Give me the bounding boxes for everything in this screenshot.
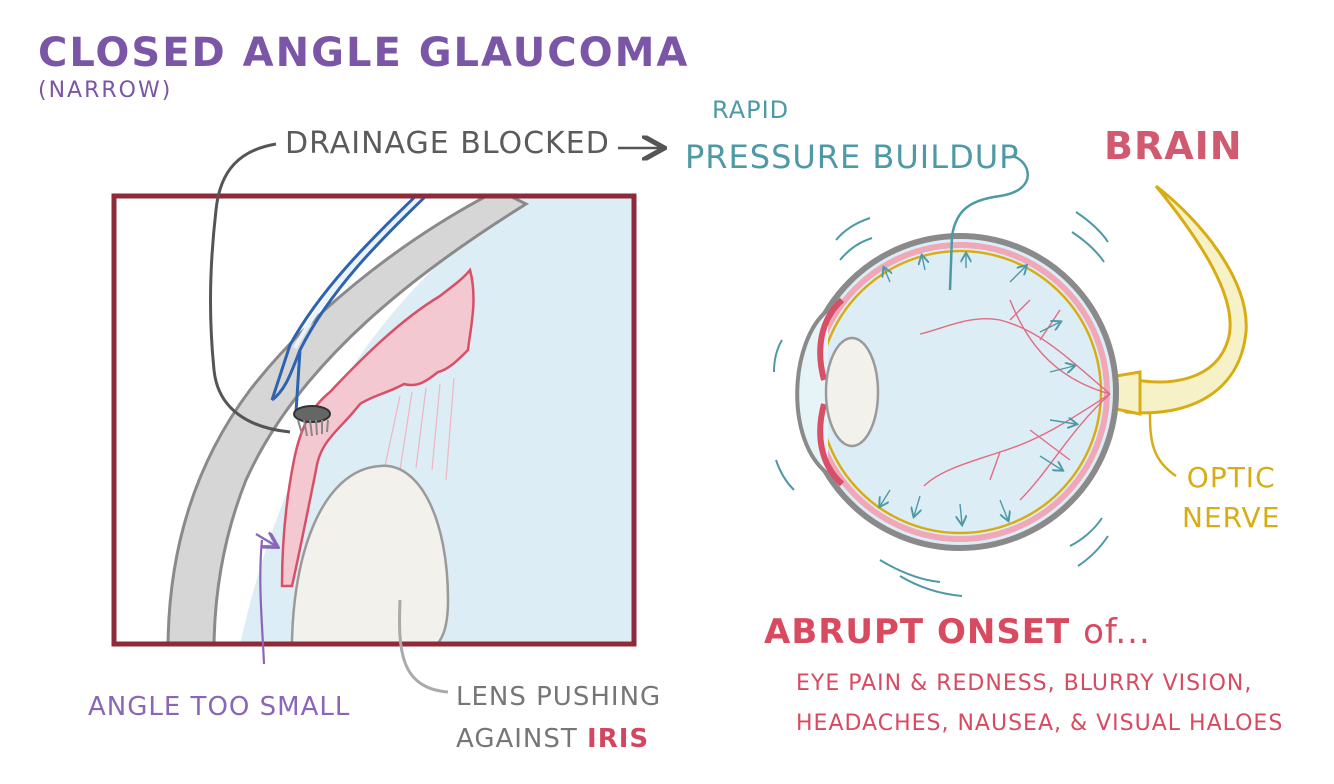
of-label: of... <box>1083 612 1151 652</box>
symptoms-line-1: Eye pain & redness, blurry vision, <box>796 671 1253 696</box>
anterior-chamber-closeup <box>114 196 634 644</box>
abrupt-onset-label: Abrupt onset <box>764 612 1071 652</box>
optic-nerve-label: Optic Nerve <box>1182 458 1280 538</box>
page-title: Closed Angle Glaucoma <box>38 30 690 76</box>
optic-nerve <box>1124 184 1248 415</box>
brain-label: Brain <box>1104 124 1243 168</box>
motion-lines <box>773 211 1109 597</box>
lens-pointer <box>398 599 449 694</box>
nerve-label: Nerve <box>1182 501 1281 534</box>
optic-pointer <box>1148 413 1177 478</box>
against-iris-line: against Iris <box>456 718 661 760</box>
iris <box>280 267 475 588</box>
pressure-pointer <box>948 154 1029 291</box>
lens-pushing-line: Lens pushing <box>456 682 662 712</box>
iris-ring <box>817 297 845 487</box>
page-subtitle: (narrow) <box>38 78 173 103</box>
schlemm-canal <box>270 196 429 413</box>
trabecular-meshwork <box>293 405 331 437</box>
pressure-buildup-label: Pressure buildup <box>685 138 1020 176</box>
iris-label: Iris <box>587 724 650 754</box>
drainage-blocked-label: Drainage blocked <box>285 126 610 161</box>
closeup-frame <box>111 193 637 647</box>
angle-too-small-label: Angle too small <box>88 692 351 722</box>
eyeball-diagram <box>773 154 1248 597</box>
optic-label: Optic <box>1186 461 1276 494</box>
symptoms-line-2: Headaches, nausea, & visual haloes <box>796 711 1284 736</box>
drainage-pointer-line <box>209 142 291 434</box>
rapid-label: Rapid <box>712 96 790 124</box>
angle-pointer <box>255 534 276 665</box>
lens <box>290 464 450 644</box>
abrupt-onset-heading: Abrupt onset of... <box>764 612 1151 652</box>
eye-lens <box>824 336 880 448</box>
against-label: against <box>456 724 578 754</box>
lens-pushing-label: Lens pushing against Iris <box>456 676 661 760</box>
symptoms-list: Eye pain & redness, blurry vision, Heada… <box>796 664 1283 744</box>
pressure-arrows <box>880 254 1076 524</box>
